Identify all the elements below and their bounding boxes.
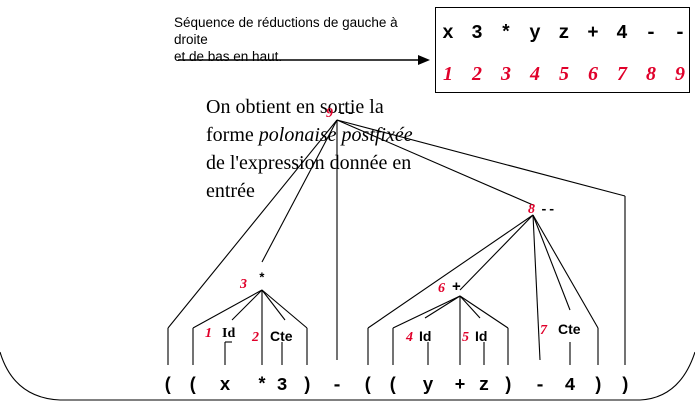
expr-token: * (257, 376, 268, 396)
postfix-token: y (529, 22, 541, 44)
node-6-symbol: + (452, 278, 461, 295)
node-8-symbol: -- (540, 202, 556, 217)
intro-part-1: On obtient en sortie la forme (206, 96, 384, 146)
node-5-number: 5 (462, 330, 469, 345)
expr-token: ( (388, 376, 399, 396)
edge (459, 295, 481, 319)
postfix-token: 4 (616, 22, 627, 44)
tree-nodes: 9 -- 8 -- 3 * 6 + 1 Id 2 Cte 4 Id 5 Id 7… (205, 106, 581, 345)
node-3-symbol: * (258, 271, 266, 286)
expr-token: 3 (277, 376, 288, 396)
node-2-number: 2 (251, 330, 259, 345)
expr-token: ) (503, 376, 514, 396)
expr-token: ( (188, 376, 199, 396)
expr-token: ) (302, 376, 313, 396)
expr-token: - (332, 376, 343, 396)
node-4-number: 4 (405, 330, 413, 345)
order-number: 5 (559, 63, 569, 85)
expr-token: + (455, 376, 466, 396)
postfix-box (435, 7, 690, 93)
edge (367, 214, 534, 329)
postfix-token: - (645, 22, 656, 44)
order-number: 3 (500, 63, 511, 85)
edge (532, 214, 541, 361)
edge (336, 119, 534, 206)
expr-token: y (423, 376, 434, 396)
order-number: 2 (471, 63, 482, 85)
order-number: 7 (617, 63, 628, 85)
order-number: 4 (529, 63, 540, 85)
postfix-token: + (587, 22, 598, 44)
postfix-tokens: x 3 * y z + 4 - - (442, 22, 685, 44)
edge (459, 295, 509, 329)
node-9-symbol: -- (338, 106, 355, 122)
expr-token: 4 (565, 376, 576, 396)
intro-text: On obtient en sortie la forme polonaise … (206, 93, 436, 205)
tree-edges (167, 119, 626, 365)
postfix-token: 3 (471, 22, 482, 44)
edge (532, 214, 599, 329)
edge (459, 214, 534, 291)
caption-line-1: Séquence de réductions de gauche à droit… (174, 15, 398, 47)
node-4-symbol: Id (419, 328, 431, 344)
edge (192, 289, 263, 329)
node-8-number: 8 (528, 202, 535, 217)
node-3-number: 3 (239, 277, 247, 292)
node-2-symbol: Cte (270, 328, 293, 344)
postfix-token: - (674, 22, 685, 44)
postfix-token: x (442, 22, 453, 44)
expr-token: - (535, 376, 546, 396)
edge (231, 289, 263, 321)
bottom-curve (0, 351, 695, 401)
node-5-symbol: Id (475, 328, 487, 344)
node-6-number: 6 (438, 281, 445, 296)
edge (167, 119, 338, 329)
intro-part-2: de l'expression donnée en entrée (206, 152, 412, 202)
edge (261, 119, 338, 263)
order-number: 1 (443, 63, 453, 85)
node-7-symbol: Cte (558, 321, 581, 337)
edge (392, 295, 461, 329)
postfix-token: z (558, 22, 569, 44)
expr-token: z (479, 376, 490, 396)
node-1-symbol: Id (222, 326, 235, 341)
expr-token: ) (620, 376, 631, 396)
arrow-head (418, 55, 430, 65)
edge (336, 119, 626, 197)
edge (532, 214, 571, 311)
node-7-number: 7 (540, 323, 548, 338)
edge (261, 289, 286, 321)
order-number: 9 (675, 63, 685, 85)
edge (424, 295, 461, 319)
node-9-number: 9 (326, 106, 333, 121)
postfix-token: * (500, 22, 511, 44)
expr-token: ( (163, 376, 174, 396)
edge (261, 289, 308, 329)
expr-token: ( (363, 376, 374, 396)
expr-token: ) (593, 376, 604, 396)
order-number: 6 (588, 63, 598, 85)
expression-tokens: ( ( x * 3 ) - ( ( y + z ) - 4 ) ) (163, 376, 631, 396)
order-number: 8 (646, 63, 656, 85)
node-1-number: 1 (205, 326, 212, 341)
expr-token: x (220, 376, 231, 396)
postfix-order: 1 2 3 4 5 6 7 8 9 (443, 63, 685, 85)
